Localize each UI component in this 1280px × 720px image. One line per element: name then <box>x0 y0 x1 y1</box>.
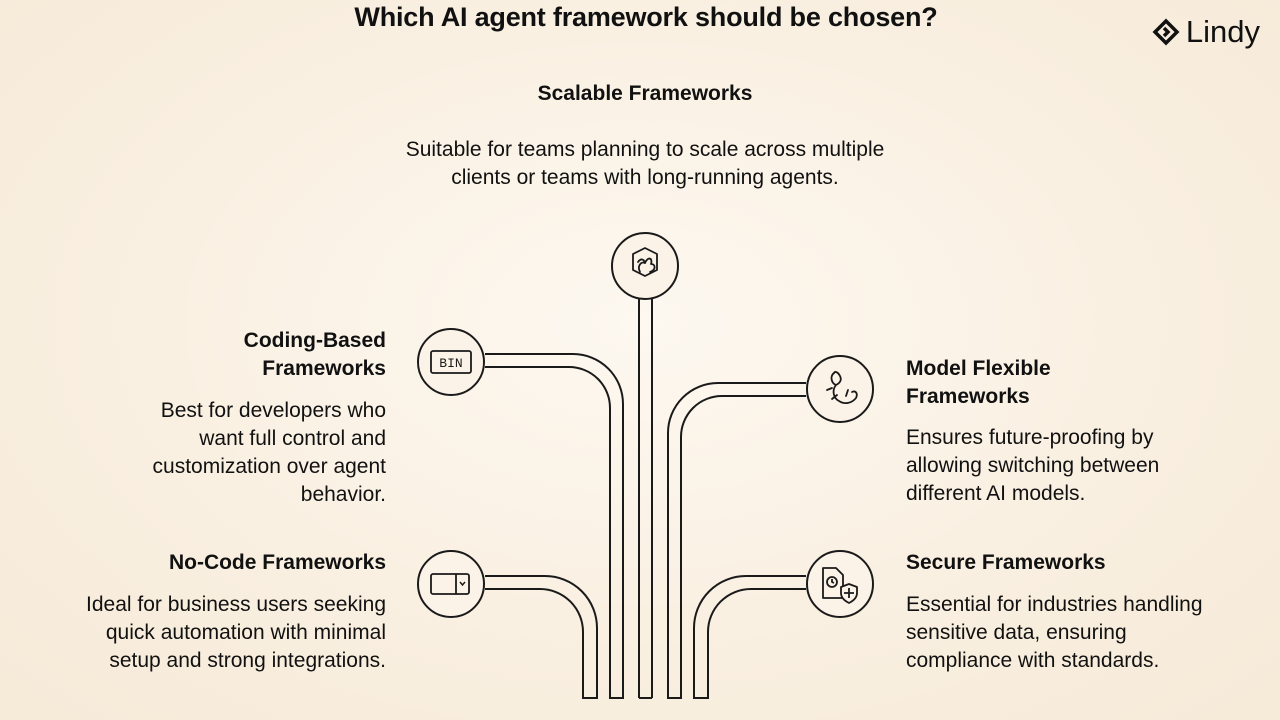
binary-icon: BIN <box>430 350 472 374</box>
model-heading-line: Frameworks <box>906 385 1030 408</box>
model-connector <box>667 382 806 699</box>
scalable-description: Suitable for teams planning to scale acr… <box>340 136 950 192</box>
coding-connector <box>485 353 624 699</box>
secure-description: Essential for industries handling sensit… <box>906 591 1266 675</box>
model-heading-line: Model Flexible <box>906 357 1051 380</box>
model-desc-line: different AI models. <box>906 482 1086 505</box>
coding-desc-line: behavior. <box>300 483 386 506</box>
dropdown-select-icon <box>430 573 470 595</box>
model-heading: Model Flexible Frameworks <box>906 355 1226 411</box>
trunk-connector <box>638 298 653 699</box>
nocode-desc-line: setup and strong integrations. <box>109 649 386 672</box>
secure-desc-line: compliance with standards. <box>906 649 1160 672</box>
secure-heading: Secure Frameworks <box>906 551 1106 574</box>
nocode-connector <box>485 575 598 699</box>
diamond-chevron-logo-icon <box>1152 18 1180 46</box>
coding-icon-circle <box>417 328 485 396</box>
scalable-heading: Scalable Frameworks <box>537 82 753 105</box>
scalable-desc-line: Suitable for teams planning to scale acr… <box>405 138 885 161</box>
salamander-icon <box>826 371 858 405</box>
model-desc-line: Ensures future-proofing by <box>906 426 1154 449</box>
model-description: Ensures future-proofing by allowing swit… <box>906 424 1266 508</box>
coding-desc-line: want full control and <box>199 427 386 450</box>
nocode-heading: No-Code Frameworks <box>168 551 386 574</box>
secure-icon-circle <box>806 550 874 618</box>
model-icon-circle <box>806 355 874 423</box>
scalable-desc-line: clients or teams with long-running agent… <box>451 166 839 189</box>
coding-description: Best for developers who want full contro… <box>60 397 386 509</box>
coding-desc-line: Best for developers who <box>160 399 386 422</box>
model-desc-line: allowing switching between <box>906 454 1160 477</box>
page-title: Which AI agent framework should be chose… <box>354 2 938 32</box>
coding-desc-line: customization over agent <box>152 455 386 478</box>
nocode-desc-line: quick automation with minimal <box>105 621 386 644</box>
nocode-description: Ideal for business users seeking quick a… <box>20 591 386 675</box>
brand-logo: Lindy <box>1152 14 1260 50</box>
octopus-icon <box>632 247 658 277</box>
coding-heading-line: Frameworks <box>262 357 386 380</box>
nocode-desc-line: Ideal for business users seeking <box>86 593 386 616</box>
nocode-icon-circle <box>417 550 485 618</box>
coding-heading: Coding-Based Frameworks <box>100 327 386 383</box>
secure-document-icon <box>822 567 858 604</box>
secure-desc-line: sensitive data, ensuring <box>906 621 1127 644</box>
secure-connector <box>693 575 806 699</box>
coding-heading-line: Coding-Based <box>243 329 386 352</box>
brand-name: Lindy <box>1185 14 1260 49</box>
secure-desc-line: Essential for industries handling <box>906 593 1203 616</box>
scalable-icon-circle <box>611 232 679 300</box>
binary-icon-label: BIN <box>439 356 462 371</box>
